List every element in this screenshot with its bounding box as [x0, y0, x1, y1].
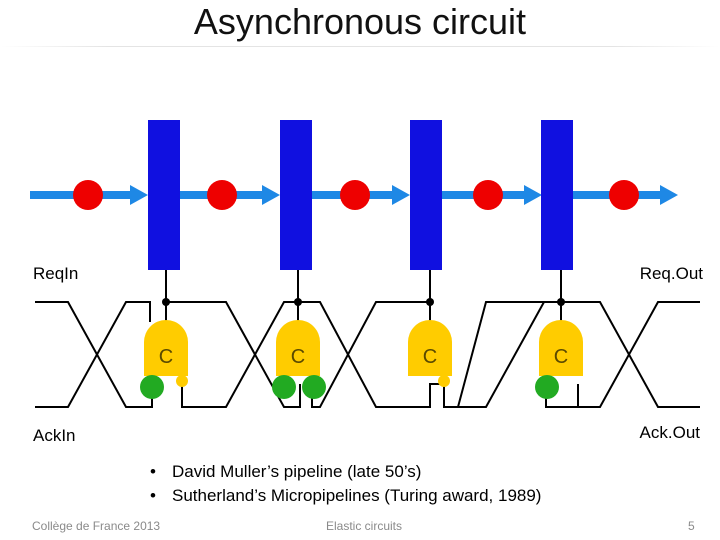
token-2: [340, 180, 370, 210]
title-divider: [0, 46, 720, 47]
c-element-2: C: [276, 320, 320, 376]
tokens: [73, 180, 639, 210]
token-4: [609, 180, 639, 210]
c-element-label: C: [291, 346, 305, 368]
c-element-3: C: [408, 320, 452, 387]
slide-title: Asynchronous circuit: [193, 1, 527, 42]
c-elements: C C C C: [144, 320, 583, 387]
latch-3: [410, 120, 442, 270]
latches: [148, 120, 573, 270]
c-element-label: C: [423, 346, 437, 368]
latch-4: [541, 120, 573, 270]
ack-dot: [272, 375, 296, 399]
c-element-inverter: [176, 375, 188, 387]
token-0: [73, 180, 103, 210]
ack-dots: [140, 375, 559, 399]
req-out-label: Req.Out: [639, 264, 703, 283]
ack-dot: [535, 375, 559, 399]
c-element-4: C: [539, 320, 583, 376]
c-element-label: C: [554, 346, 568, 368]
handshake-wires: [35, 270, 700, 408]
bullet-list: David Muller’s pipeline (late 50’s) Suth…: [150, 460, 541, 508]
footer-left: Collège de France 2013: [32, 519, 161, 533]
bullet-item: David Muller’s pipeline (late 50’s): [150, 460, 541, 484]
wire-junctions: [162, 298, 565, 306]
page-number: 5: [688, 519, 695, 533]
ack-out-label: Ack.Out: [639, 423, 700, 442]
c-element-1: C: [144, 320, 188, 387]
c-element-label: C: [159, 346, 173, 368]
footer-center: Elastic circuits: [326, 519, 403, 533]
req-in-label: ReqIn: [33, 264, 79, 283]
ack-dot: [140, 375, 164, 399]
token-1: [207, 180, 237, 210]
token-3: [473, 180, 503, 210]
latch-1: [148, 120, 180, 270]
c-element-inverter: [438, 375, 450, 387]
ack-dot: [302, 375, 326, 399]
latch-2: [280, 120, 312, 270]
ack-in-label: AckIn: [33, 426, 76, 445]
bullet-item: Sutherland’s Micropipelines (Turing awar…: [150, 484, 541, 508]
